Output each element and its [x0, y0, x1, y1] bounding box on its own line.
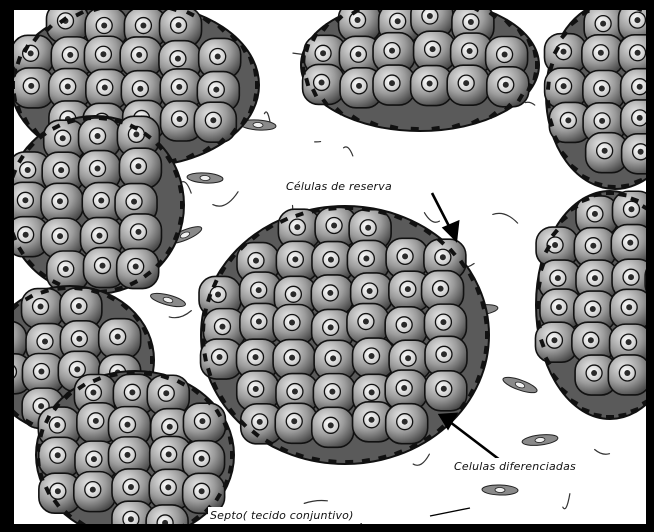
acinus-top-center [301, 0, 539, 131]
acinus-mid-left [6, 116, 184, 294]
acinar-cell [487, 67, 529, 107]
acinar-cell [22, 289, 64, 329]
reserve-cell [57, 286, 65, 291]
reserve-cell [127, 371, 135, 375]
acinar-cell [425, 371, 467, 411]
reserve-cell [345, 460, 353, 464]
acinar-cell [74, 472, 116, 512]
acinar-cell [183, 403, 225, 443]
acinar-cell [447, 65, 489, 105]
acinar-cell [273, 304, 315, 344]
reserve-cell [606, 191, 614, 195]
acinar-cell [353, 338, 395, 378]
reserve-cell [535, 61, 539, 69]
acinar-cell [373, 65, 415, 105]
reserve-cell [546, 100, 551, 108]
reserve-cell [255, 81, 259, 89]
reserve-cell [546, 82, 551, 90]
reserve-cell [99, 116, 107, 121]
acinar-cell [41, 183, 83, 223]
reserve-cell [150, 356, 154, 364]
reserve-cell [301, 67, 306, 75]
acinar-cell [275, 403, 317, 443]
reserve-cell [411, 127, 419, 131]
reserve-cell [485, 331, 489, 339]
reserve-cell [328, 459, 336, 464]
acinar-cell [608, 355, 650, 395]
reserve-cell [328, 206, 336, 211]
acinar-cell [194, 102, 236, 142]
acinar-cell [411, 66, 453, 106]
reserve-cell [230, 451, 234, 459]
reserve-cell [345, 206, 353, 210]
reserve-cell [536, 301, 540, 309]
reserve-cell [608, 185, 616, 189]
acinar-cell [582, 35, 624, 75]
label-differentiated-cells: Celulas diferenciadas [454, 460, 576, 473]
label-reserve-cells: Células de reserva [286, 180, 392, 193]
reserve-cell [201, 338, 205, 346]
reserve-cell [201, 323, 205, 331]
label-septum: Septo( tecido conjuntivo) [210, 509, 354, 522]
reserve-cell [83, 116, 91, 121]
acinar-cell [47, 251, 89, 291]
acinar-cell [386, 404, 428, 444]
reserve-cell [606, 415, 614, 419]
acinar-cell [312, 407, 354, 447]
reserve-cell [36, 443, 41, 451]
acinar-cell [99, 319, 141, 359]
reserve-cell [301, 55, 306, 63]
acinar-cell [119, 148, 161, 188]
acinus-bottom-left-2 [36, 371, 234, 532]
reserve-cell [180, 201, 184, 209]
reserve-cell [74, 286, 82, 291]
reserve-cell [36, 458, 41, 466]
acinar-cell [610, 289, 652, 329]
